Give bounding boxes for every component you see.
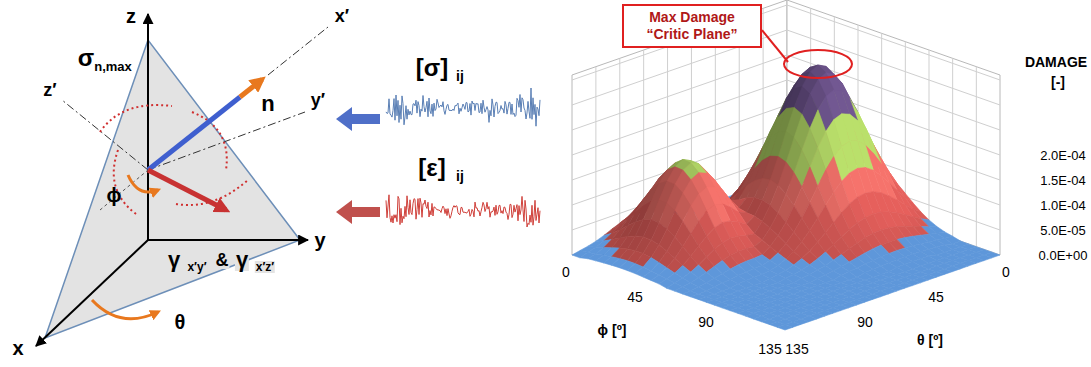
tick-label: 45 (928, 290, 944, 304)
y-axis (148, 239, 308, 241)
axis-label: z (126, 6, 136, 26)
axis-unit: [-] (1051, 75, 1065, 89)
signal-group (386, 88, 540, 227)
z-axis (147, 14, 149, 240)
strain-input-arrow (336, 200, 380, 224)
callout-leader (762, 30, 788, 62)
axis-label: y (314, 230, 325, 250)
tick-label: 2.0E-04 (1040, 149, 1086, 162)
grid-line (619, 58, 620, 238)
theta-rotation-arrow (92, 300, 158, 319)
grid-line (715, 25, 716, 205)
angle-label: θ (175, 312, 186, 332)
axis-title: θ [º] (917, 333, 943, 347)
stress-symbol: σ (78, 46, 94, 70)
load-signal (386, 195, 540, 227)
tick-label: 0 (562, 265, 570, 279)
callout-ellipse (784, 50, 852, 78)
axis-label: z′ (43, 81, 56, 99)
tick-label: 0 (1002, 265, 1010, 279)
callout-group (762, 30, 852, 78)
damage-surface-plot (572, 0, 1000, 330)
grid-line (952, 58, 953, 238)
callout-text: Max Damage “Critic Plane” (632, 9, 752, 43)
tick-label: 1.5E-04 (1040, 174, 1086, 187)
tick-label: 5.0E-05 (1040, 224, 1086, 237)
subscript: ij (456, 169, 464, 183)
phi-rotation-arrow (128, 175, 158, 192)
angle-label: ϕ (107, 185, 122, 205)
subscript: ij (456, 69, 464, 83)
axis-label: y′ (311, 91, 325, 109)
normal-vector (148, 97, 240, 170)
stress-input-arrow (336, 107, 380, 131)
tick-label: 135 (785, 342, 808, 356)
grid-line (929, 50, 930, 230)
load-signal (386, 88, 540, 126)
subscript: x′z′ (255, 261, 275, 273)
shear-vector (148, 170, 226, 210)
vector-label: n (261, 93, 274, 115)
axis-label: x (12, 338, 23, 358)
tick-label: 90 (857, 315, 873, 329)
plot-wall (572, 0, 787, 255)
callout-box: Max Damage “Critic Plane” (622, 4, 762, 48)
subscript: n,max (94, 60, 132, 73)
subscript: x′y′ (186, 261, 207, 273)
axis-title: DAMAGE (1025, 55, 1087, 69)
surface-facet (777, 324, 793, 330)
cutting-plane (45, 40, 300, 338)
shear-symbol: γ (167, 249, 181, 271)
x-axis (36, 240, 148, 346)
axis-label: x′ (335, 7, 349, 25)
tensor-label: [ε] (418, 156, 445, 180)
tick-label: 45 (627, 290, 643, 304)
y-prime-axis (148, 112, 305, 170)
rotation-path (100, 105, 172, 132)
connector-word: & (215, 251, 230, 269)
grid-line (595, 67, 596, 247)
grid-line (572, 80, 787, 155)
z-prime-axis (62, 100, 148, 170)
tick-label: 135 (758, 342, 781, 356)
grid-line (572, 5, 787, 80)
grid-line (976, 67, 977, 247)
tick-label: 90 (698, 315, 714, 329)
tick-label: 1.0E-04 (1040, 199, 1086, 212)
grid-line (787, 5, 1000, 80)
plot-wall (787, 0, 1000, 255)
tensor-label: [σ] (416, 56, 448, 80)
grid-line (572, 55, 787, 130)
shear-symbol: γ (235, 249, 249, 271)
axis-title: ϕ [º] (598, 323, 627, 337)
tick-label: 0.0E+00 (1039, 249, 1088, 262)
grid-line (787, 80, 1000, 155)
x-prime-axis (268, 27, 328, 75)
normal-vector-head (240, 80, 262, 98)
